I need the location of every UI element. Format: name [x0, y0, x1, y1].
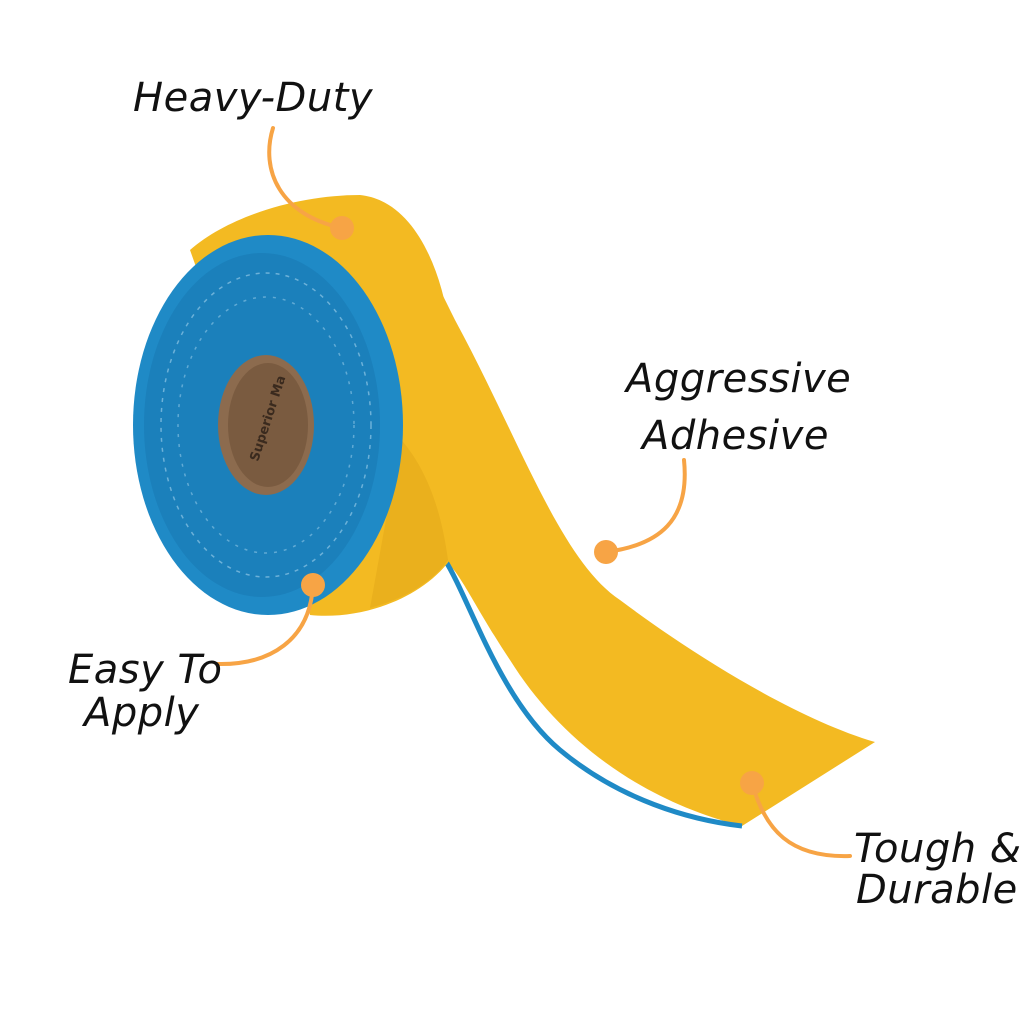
callout-aggressive-adhesive: Aggressive Adhesive — [623, 356, 851, 459]
callout-heavy-duty-line-1: Heavy-Duty — [133, 75, 374, 121]
callout-tough-durable-line-2: Durable — [856, 867, 1018, 913]
connector-heavy-duty — [267, 126, 344, 230]
callout-easy-to-apply-line-1: Easy To — [68, 647, 222, 693]
roll-winding-ring — [177, 296, 355, 554]
roll-core-inner — [228, 363, 308, 487]
callout-connectors — [216, 126, 852, 859]
connector-tough-durable — [750, 781, 852, 859]
roll-band-shade — [370, 420, 448, 608]
connector-aggressive-adhesive — [604, 458, 687, 554]
callout-tough-durable-line-1: Tough & — [854, 826, 1021, 872]
dot-heavy-duty — [330, 216, 354, 240]
tape-roll: Superior Ma — [133, 195, 875, 829]
dot-easy-to-apply — [301, 573, 325, 597]
connector-easy-to-apply — [216, 583, 315, 667]
dot-aggressive-adhesive — [594, 540, 618, 564]
callout-tough-durable: Tough & Durable — [854, 826, 1021, 913]
callout-easy-to-apply-line-2: Apply — [81, 690, 200, 736]
callout-heavy-duty: Heavy-Duty — [133, 75, 374, 121]
callout-aggressive-adhesive-line-1: Aggressive — [623, 356, 851, 402]
callout-easy-to-apply: Easy To Apply — [68, 647, 222, 736]
tape-strip-adhesive-edge — [442, 558, 743, 829]
dot-tough-durable — [740, 771, 764, 795]
callout-aggressive-adhesive-line-2: Adhesive — [639, 413, 829, 459]
roll-winding-ring — [160, 272, 372, 578]
